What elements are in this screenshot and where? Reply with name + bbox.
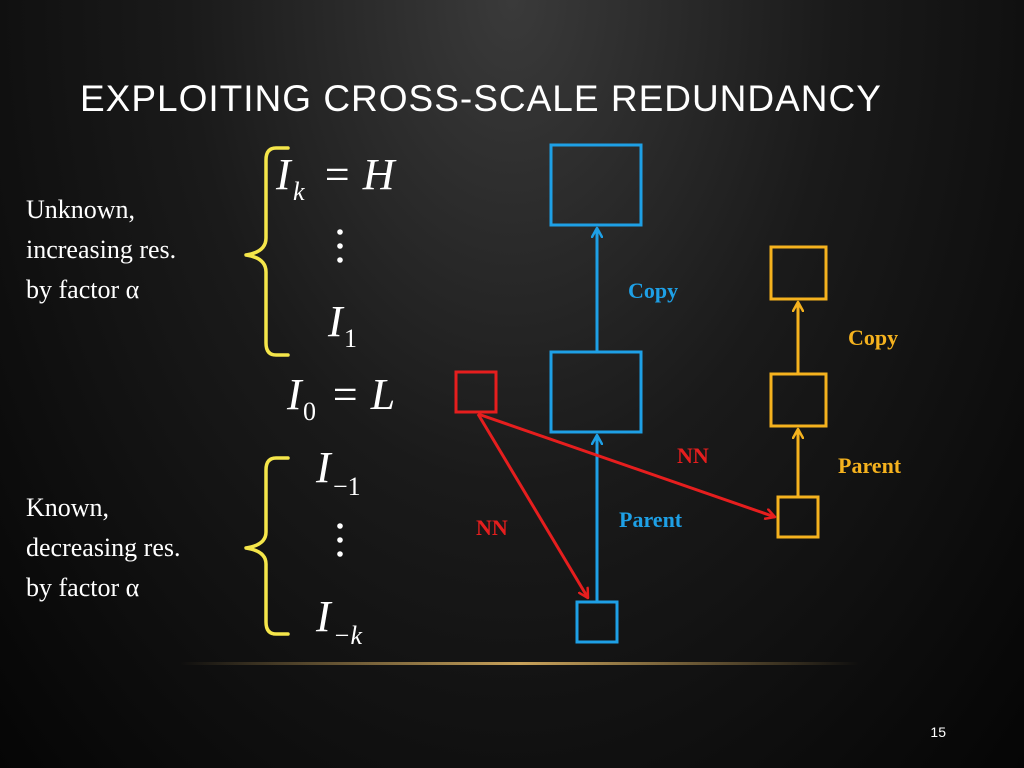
equation-base: I [327, 297, 345, 346]
unknown-label-line: increasing res. [26, 235, 177, 264]
red-nn-label-lower: NN [476, 515, 508, 540]
red-query-box [454, 370, 498, 414]
slide-title: EXPLOITING CROSS-SCALE REDUNDANCY [80, 78, 882, 119]
equation-base: I [286, 370, 304, 419]
equation-i-1: I 1 [327, 297, 357, 353]
orange-copy-label: Copy [848, 325, 898, 350]
blue-box-bottom [575, 600, 619, 644]
equation-i-0: I 0 = L [286, 370, 395, 426]
known-label-line: by factor α [26, 573, 140, 602]
equation-i-minus-k: I −k [315, 592, 363, 650]
equation-i-k: I k = H [275, 150, 397, 206]
blue-parent-label: Parent [619, 507, 683, 532]
known-label-line: decreasing res. [26, 533, 181, 562]
red-nn-arrow-to-blue [476, 413, 590, 598]
equation-subscript: 0 [303, 397, 316, 426]
equation-subscript: k [293, 177, 305, 206]
orange-box-top [769, 245, 828, 301]
blue-box-middle [549, 350, 643, 434]
equation-i-minus-1: I −1 [315, 443, 361, 501]
unknown-label-line: Unknown, [26, 195, 136, 224]
known-scales-brace [244, 456, 290, 636]
orange-box-bottom [776, 495, 820, 539]
equation-base: I [315, 592, 333, 641]
equation-subscript: −k [333, 621, 363, 650]
unknown-scales-brace [244, 146, 290, 357]
orange-parent-label: Parent [838, 453, 902, 478]
equation-subscript: 1 [344, 324, 357, 353]
slide-number: 15 [930, 724, 946, 740]
blue-copy-label: Copy [628, 278, 678, 303]
known-label-line: Known, [26, 493, 110, 522]
unknown-scales-label: Unknown, increasing res. by factor α [26, 190, 176, 310]
equation-rhs: = H [322, 150, 397, 199]
red-nn-arrow-to-orange [477, 412, 775, 517]
blue-box-top [549, 143, 643, 227]
unknown-label-line: by factor α [26, 275, 140, 304]
vertical-ellipsis-upper [337, 229, 343, 263]
known-scales-label: Known, decreasing res. by factor α [26, 488, 180, 608]
equation-subscript: −1 [333, 472, 361, 501]
orange-box-middle [769, 372, 828, 428]
equation-rhs: = L [330, 370, 395, 419]
footer-divider [180, 662, 860, 665]
vertical-ellipsis-lower [337, 523, 343, 557]
equation-base: I [275, 150, 293, 199]
red-nn-label-upper: NN [677, 443, 709, 468]
equation-base: I [315, 443, 333, 492]
